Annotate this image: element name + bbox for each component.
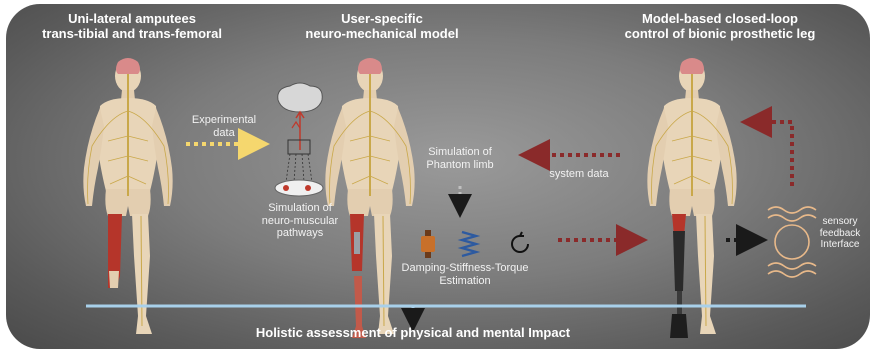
- label-sensory-line1: sensory: [812, 216, 868, 228]
- label-experimental-line2: data: [176, 127, 272, 140]
- sensory-feedback-icon: [768, 207, 816, 277]
- label-experimental-data: Experimental data: [176, 114, 272, 139]
- human-figure-model: [325, 58, 414, 338]
- label-phantom-limb: Simulation of Phantom limb: [412, 146, 508, 171]
- label-system-data: system data: [534, 168, 624, 181]
- human-figure-prosthesis: [647, 58, 736, 338]
- heading-model: User-specific neuro-mechanical model: [292, 12, 472, 42]
- label-sensory-line3: Interface: [812, 239, 868, 251]
- label-dst-line2: Estimation: [390, 275, 540, 288]
- heading-amputees-line2: trans-tibial and trans-femoral: [42, 27, 222, 42]
- damper-icon: [421, 230, 435, 258]
- spring-icon: [462, 232, 476, 256]
- label-holistic-assessment: Holistic assessment of physical and ment…: [198, 326, 628, 341]
- arrow-feedback-loop: [748, 122, 792, 186]
- heading-model-line2: neuro-mechanical model: [292, 27, 472, 42]
- label-experimental-line1: Experimental: [176, 114, 272, 127]
- heading-amputees: Uni-lateral amputees trans-tibial and tr…: [42, 12, 222, 42]
- heading-control-line1: Model-based closed-loop: [610, 12, 830, 27]
- heading-model-line1: User-specific: [292, 12, 472, 27]
- label-neuro-line3: pathways: [250, 227, 350, 240]
- label-dst-line1: Damping-Stiffness-Torque: [390, 262, 540, 275]
- heading-amputees-line1: Uni-lateral amputees: [42, 12, 222, 27]
- label-phantom-line2: Phantom limb: [412, 159, 508, 172]
- heading-control-line2: control of bionic prosthetic leg: [610, 27, 830, 42]
- label-neuro-simulation: Simulation of neuro-muscular pathways: [250, 202, 350, 240]
- human-figure-amputee: [83, 58, 172, 334]
- heading-control: Model-based closed-loop control of bioni…: [610, 12, 830, 42]
- neural-circuit-icon: [275, 83, 323, 196]
- torque-icon: [512, 232, 528, 252]
- label-phantom-line1: Simulation of: [412, 146, 508, 159]
- label-sensory-feedback: sensory feedback Interface: [812, 216, 868, 251]
- label-neuro-line2: neuro-muscular: [250, 215, 350, 228]
- label-sensory-line2: feedback: [812, 228, 868, 240]
- label-neuro-line1: Simulation of: [250, 202, 350, 215]
- label-dst-estimation: Damping-Stiffness-Torque Estimation: [390, 262, 540, 287]
